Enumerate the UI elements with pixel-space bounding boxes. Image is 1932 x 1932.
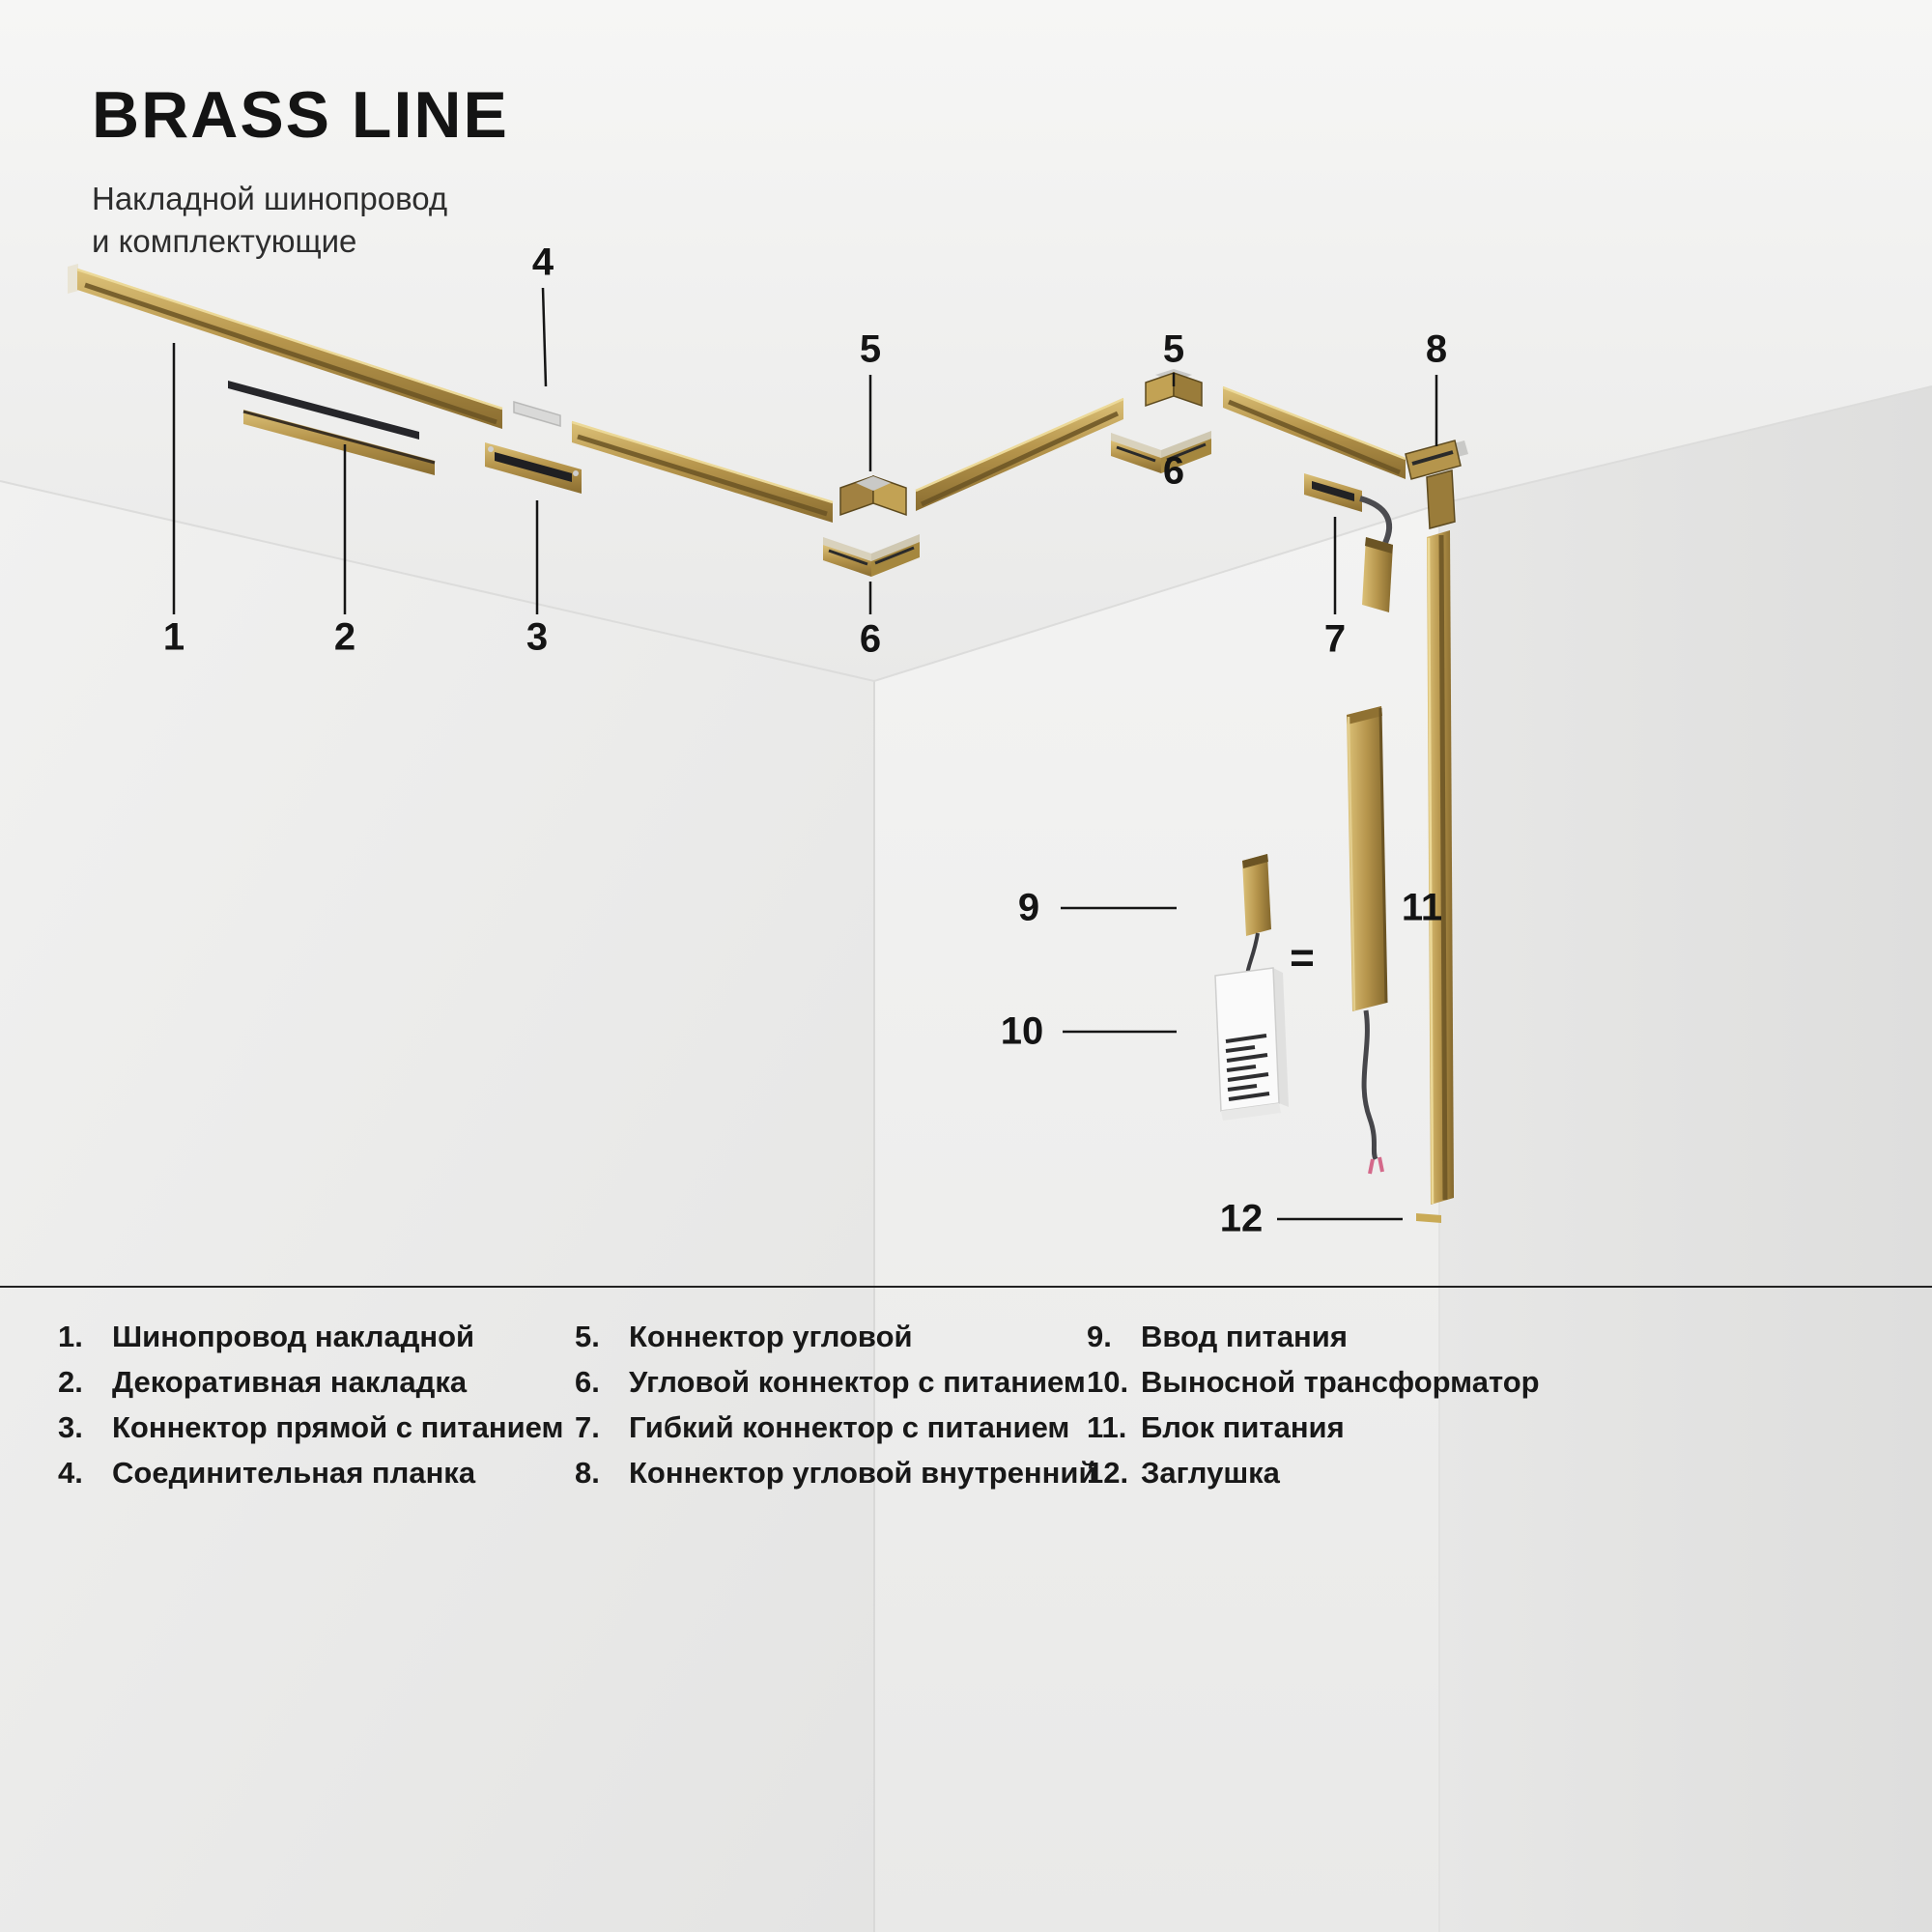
- page-subtitle: Накладной шинопровод и комплектующие: [92, 178, 509, 262]
- legend-item-number: 9.: [1087, 1319, 1112, 1353]
- track-surface-left: [68, 264, 503, 429]
- straight-connector: [485, 442, 582, 494]
- corner-connector-center: [839, 474, 907, 517]
- callout-1: 1: [162, 615, 185, 659]
- page-title: BRASS LINE: [92, 78, 509, 152]
- legend-item: 11. Блок питания: [1087, 1405, 1540, 1450]
- internal-corner-connector: [1405, 440, 1468, 529]
- legend-column-2: 5. Коннектор угловой 6. Угловой коннекто…: [575, 1314, 1097, 1495]
- legend-item-label: Шинопровод накладной: [112, 1319, 475, 1353]
- legend-item-number: 3.: [58, 1409, 83, 1444]
- legend-item: 1. Шинопровод накладной: [58, 1314, 563, 1359]
- callout-8: 8: [1425, 327, 1448, 371]
- track-surface-right-1: [915, 397, 1124, 511]
- legend-item: 2. Декоративная накладка: [58, 1359, 563, 1405]
- track-surface-left-2: [571, 420, 834, 523]
- callout-6a: 6: [859, 617, 882, 661]
- legend-item-number: 1.: [58, 1319, 83, 1353]
- legend-item: 6. Угловой коннектор с питанием: [575, 1359, 1097, 1405]
- subtitle-line-2: и комплектующие: [92, 222, 357, 259]
- flexible-connector: [1304, 473, 1393, 612]
- callout-7: 7: [1323, 617, 1347, 661]
- header: BRASS LINE Накладной шинопровод и компле…: [92, 77, 509, 262]
- legend-item-label: Коннектор прямой с питанием: [112, 1409, 564, 1444]
- decorative-cover: [228, 381, 436, 475]
- legend-item-number: 6.: [575, 1364, 600, 1399]
- callout-5b: 5: [1162, 327, 1185, 371]
- remote-transformer: [1214, 967, 1289, 1121]
- equals-sign: =: [1290, 934, 1315, 981]
- track-surface-vertical: [1427, 530, 1454, 1205]
- legend-item: 10. Выносной трансформатор: [1087, 1359, 1540, 1405]
- corner-connector-power-right: [1111, 431, 1211, 473]
- legend-item-label: Ввод питания: [1141, 1319, 1348, 1353]
- legend-item-number: 7.: [575, 1409, 600, 1444]
- subtitle-line-1: Накладной шинопровод: [92, 181, 448, 216]
- track-surface-right-2: [1222, 385, 1406, 479]
- legend-item-number: 12.: [1087, 1455, 1129, 1490]
- legend-column-1: 1. Шинопровод накладной 2. Декоративная …: [58, 1314, 563, 1495]
- legend-item-label: Угловой коннектор с питанием: [629, 1364, 1086, 1399]
- power-input: [1242, 854, 1271, 977]
- callout-5a: 5: [859, 327, 882, 371]
- callout-11: 11: [1401, 886, 1443, 929]
- end-cap: [1416, 1213, 1441, 1223]
- legend-item-label: Коннектор угловой: [629, 1319, 913, 1353]
- callout-2: 2: [333, 615, 356, 659]
- leader-lines: [172, 287, 1438, 1221]
- callout-12: 12: [1219, 1197, 1264, 1240]
- legend-item-label: Коннектор угловой внутренний: [629, 1455, 1097, 1490]
- legend-item: 9. Ввод питания: [1087, 1314, 1540, 1359]
- legend-item-number: 11.: [1087, 1409, 1127, 1444]
- legend-item: 3. Коннектор прямой с питанием: [58, 1405, 563, 1450]
- legend-item: 7. Гибкий коннектор с питанием: [575, 1405, 1097, 1450]
- legend-item: 4. Соединительная планка: [58, 1450, 563, 1495]
- legend-item: 12. Заглушка: [1087, 1450, 1540, 1495]
- callout-9: 9: [1017, 886, 1040, 929]
- legend-item: 5. Коннектор угловой: [575, 1314, 1097, 1359]
- corner-connector-right: [1145, 369, 1203, 408]
- legend-column-3: 9. Ввод питания 10. Выносной трансформат…: [1087, 1314, 1540, 1495]
- connecting-plate: [513, 401, 561, 427]
- callout-10: 10: [1000, 1009, 1044, 1053]
- legend-item-number: 2.: [58, 1364, 83, 1399]
- legend-item-label: Выносной трансформатор: [1141, 1364, 1540, 1399]
- corner-connector-power-center: [823, 534, 920, 577]
- legend-item-label: Заглушка: [1141, 1455, 1280, 1490]
- callout-6b: 6: [1162, 449, 1185, 493]
- callout-3: 3: [526, 615, 549, 659]
- legend-item-number: 5.: [575, 1319, 600, 1353]
- legend-item-label: Декоративная накладка: [112, 1364, 468, 1399]
- legend-item-label: Соединительная планка: [112, 1455, 476, 1490]
- callout-4: 4: [531, 241, 554, 284]
- legend-item-number: 10.: [1087, 1364, 1129, 1399]
- legend-item: 8. Коннектор угловой внутренний: [575, 1450, 1097, 1495]
- legend-item-label: Блок питания: [1141, 1409, 1345, 1444]
- legend-item-label: Гибкий коннектор с питанием: [629, 1409, 1070, 1444]
- power-supply: [1347, 706, 1388, 1175]
- legend-item-number: 8.: [575, 1455, 600, 1490]
- legend-item-number: 4.: [58, 1455, 83, 1490]
